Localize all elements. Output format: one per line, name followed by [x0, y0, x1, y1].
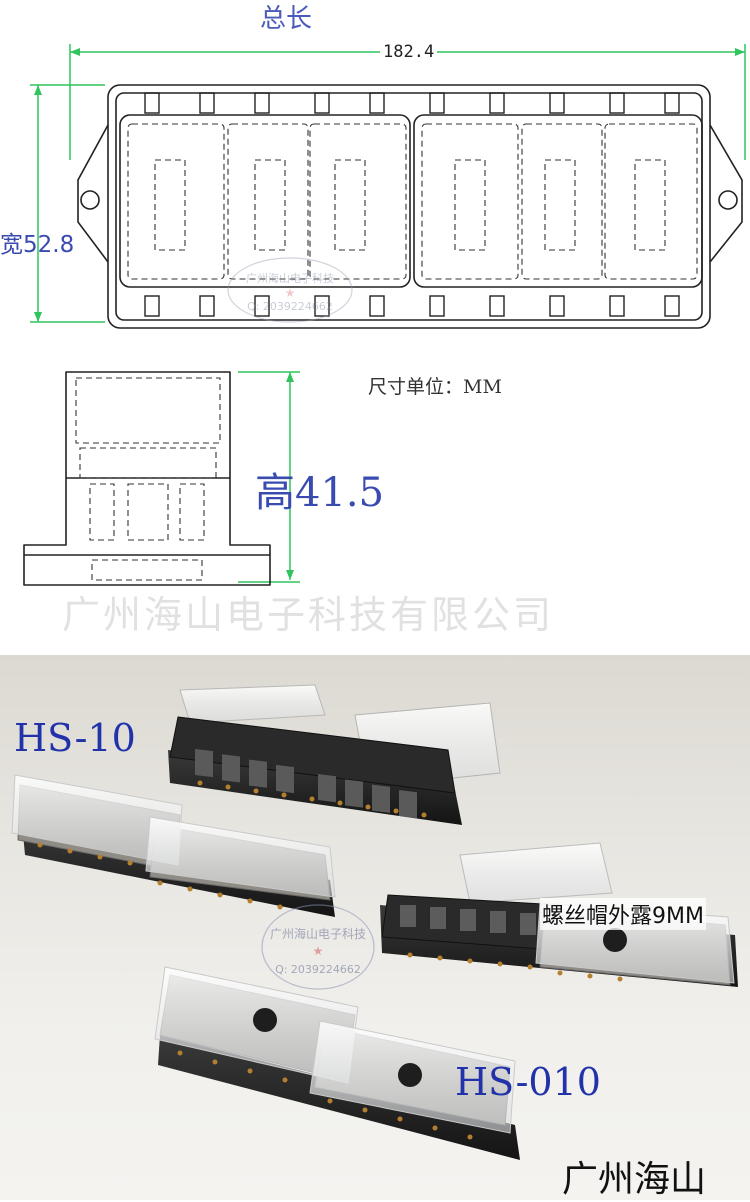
technical-drawing: 广州海山电子科技 Q: 2039224662 ★ 总长 182.4 宽52.8 …	[0, 4, 746, 637]
width-dimension-label: 宽52.8	[0, 232, 75, 258]
svg-text:★: ★	[313, 944, 324, 958]
top-view	[77, 84, 743, 329]
length-dimension-value: 182.4	[380, 42, 438, 62]
side-view-hidden-lines	[75, 377, 221, 581]
drawing-svg: 广州海山电子科技 Q: 2039224662 ★	[23, 44, 746, 586]
photo-stamp-line2: Q: 2039224662	[275, 963, 361, 976]
company-name-corner: 广州海山	[562, 1159, 707, 1200]
total-length-label: 总长	[260, 4, 313, 34]
svg-text:★: ★	[285, 286, 296, 300]
height-dimension-label: 高41.5	[255, 470, 385, 516]
drawing-stamp-line2: Q: 2039224662	[247, 300, 333, 313]
top-view-hidden-lines	[127, 123, 698, 280]
dimension-arrows	[34, 48, 745, 580]
fuse-box-clear-covered-left	[11, 774, 336, 917]
photo-stamp: 广州海山电子科技 ★ Q: 2039224662	[261, 904, 375, 990]
drawing-stamp: 广州海山电子科技 Q: 2039224662 ★	[227, 257, 353, 323]
top-view-tabs	[144, 92, 680, 317]
model-label-hs-10: HS-10	[14, 716, 136, 760]
loose-clear-cover-1	[179, 684, 326, 724]
model-label-hs-010: HS-010	[455, 1060, 601, 1104]
fuse-box-clear-covered-front	[154, 966, 520, 1160]
company-watermark: 广州海山电子科技有限公司	[62, 593, 555, 637]
fuse-box-black-open	[168, 716, 462, 825]
dimension-lines	[30, 44, 746, 583]
screw-cap-note: 螺丝帽外露9MM	[540, 898, 706, 930]
unit-note: 尺寸单位：MM	[368, 376, 502, 398]
photo-svg: 广州海山电子科技 ★ Q: 2039224662	[11, 684, 738, 1160]
loose-clear-cover-3	[459, 842, 613, 904]
photo-stamp-line1: 广州海山电子科技	[270, 926, 366, 941]
drawing-stamp-line1: 广州海山电子科技	[246, 271, 334, 285]
